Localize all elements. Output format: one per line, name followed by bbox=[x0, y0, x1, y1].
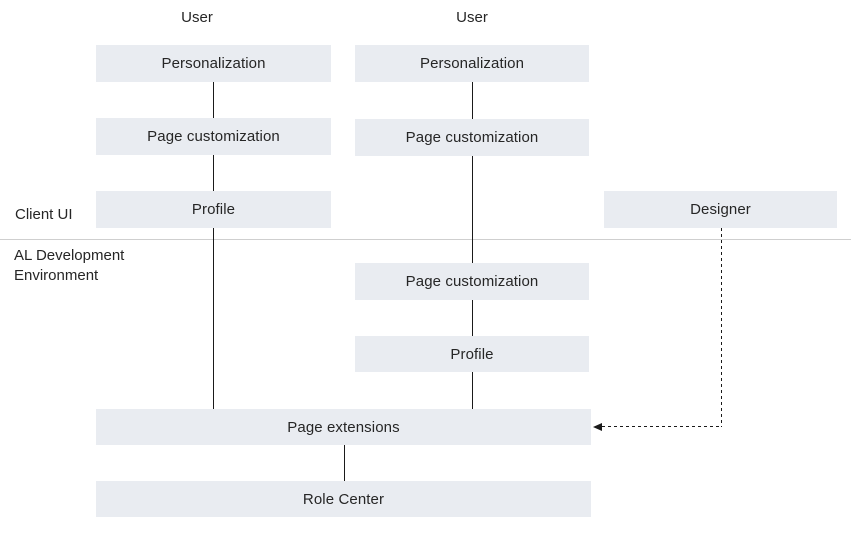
column-label-user-left: User bbox=[181, 9, 213, 26]
box-page-customization-middle-client: Page customization bbox=[355, 119, 589, 156]
box-page-customization-middle-al: Page customization bbox=[355, 263, 589, 300]
box-page-customization-left: Page customization bbox=[96, 118, 331, 155]
lane-label-client-ui: Client UI bbox=[15, 206, 73, 223]
lane-label-al-development-environment: AL Development Environment bbox=[14, 247, 125, 284]
connector-middle-page-customization-client-to-al bbox=[471, 156, 473, 263]
dashed-connector-designer-vertical bbox=[720, 228, 722, 427]
connector-middle-personalization-to-page-customization bbox=[471, 82, 473, 119]
box-designer: Designer bbox=[604, 191, 837, 228]
arrowhead-left-icon bbox=[593, 423, 602, 431]
connector-page-extensions-to-role-center bbox=[343, 445, 345, 481]
column-label-user-right: User bbox=[456, 9, 488, 26]
connector-middle-page-customization-to-profile bbox=[471, 300, 473, 336]
box-personalization-left: Personalization bbox=[96, 45, 331, 82]
box-profile-middle: Profile bbox=[355, 336, 589, 372]
box-personalization-middle: Personalization bbox=[355, 45, 589, 82]
connector-left-page-customization-to-profile bbox=[212, 155, 214, 191]
connector-left-personalization-to-page-customization bbox=[212, 82, 214, 118]
dashed-connector-designer-horizontal bbox=[602, 426, 721, 428]
lane-divider bbox=[0, 239, 851, 240]
box-profile-left: Profile bbox=[96, 191, 331, 228]
connector-middle-profile-to-page-extensions bbox=[471, 372, 473, 409]
box-page-extensions: Page extensions bbox=[96, 409, 591, 445]
connector-left-profile-to-page-extensions bbox=[212, 228, 214, 409]
box-role-center: Role Center bbox=[96, 481, 591, 517]
